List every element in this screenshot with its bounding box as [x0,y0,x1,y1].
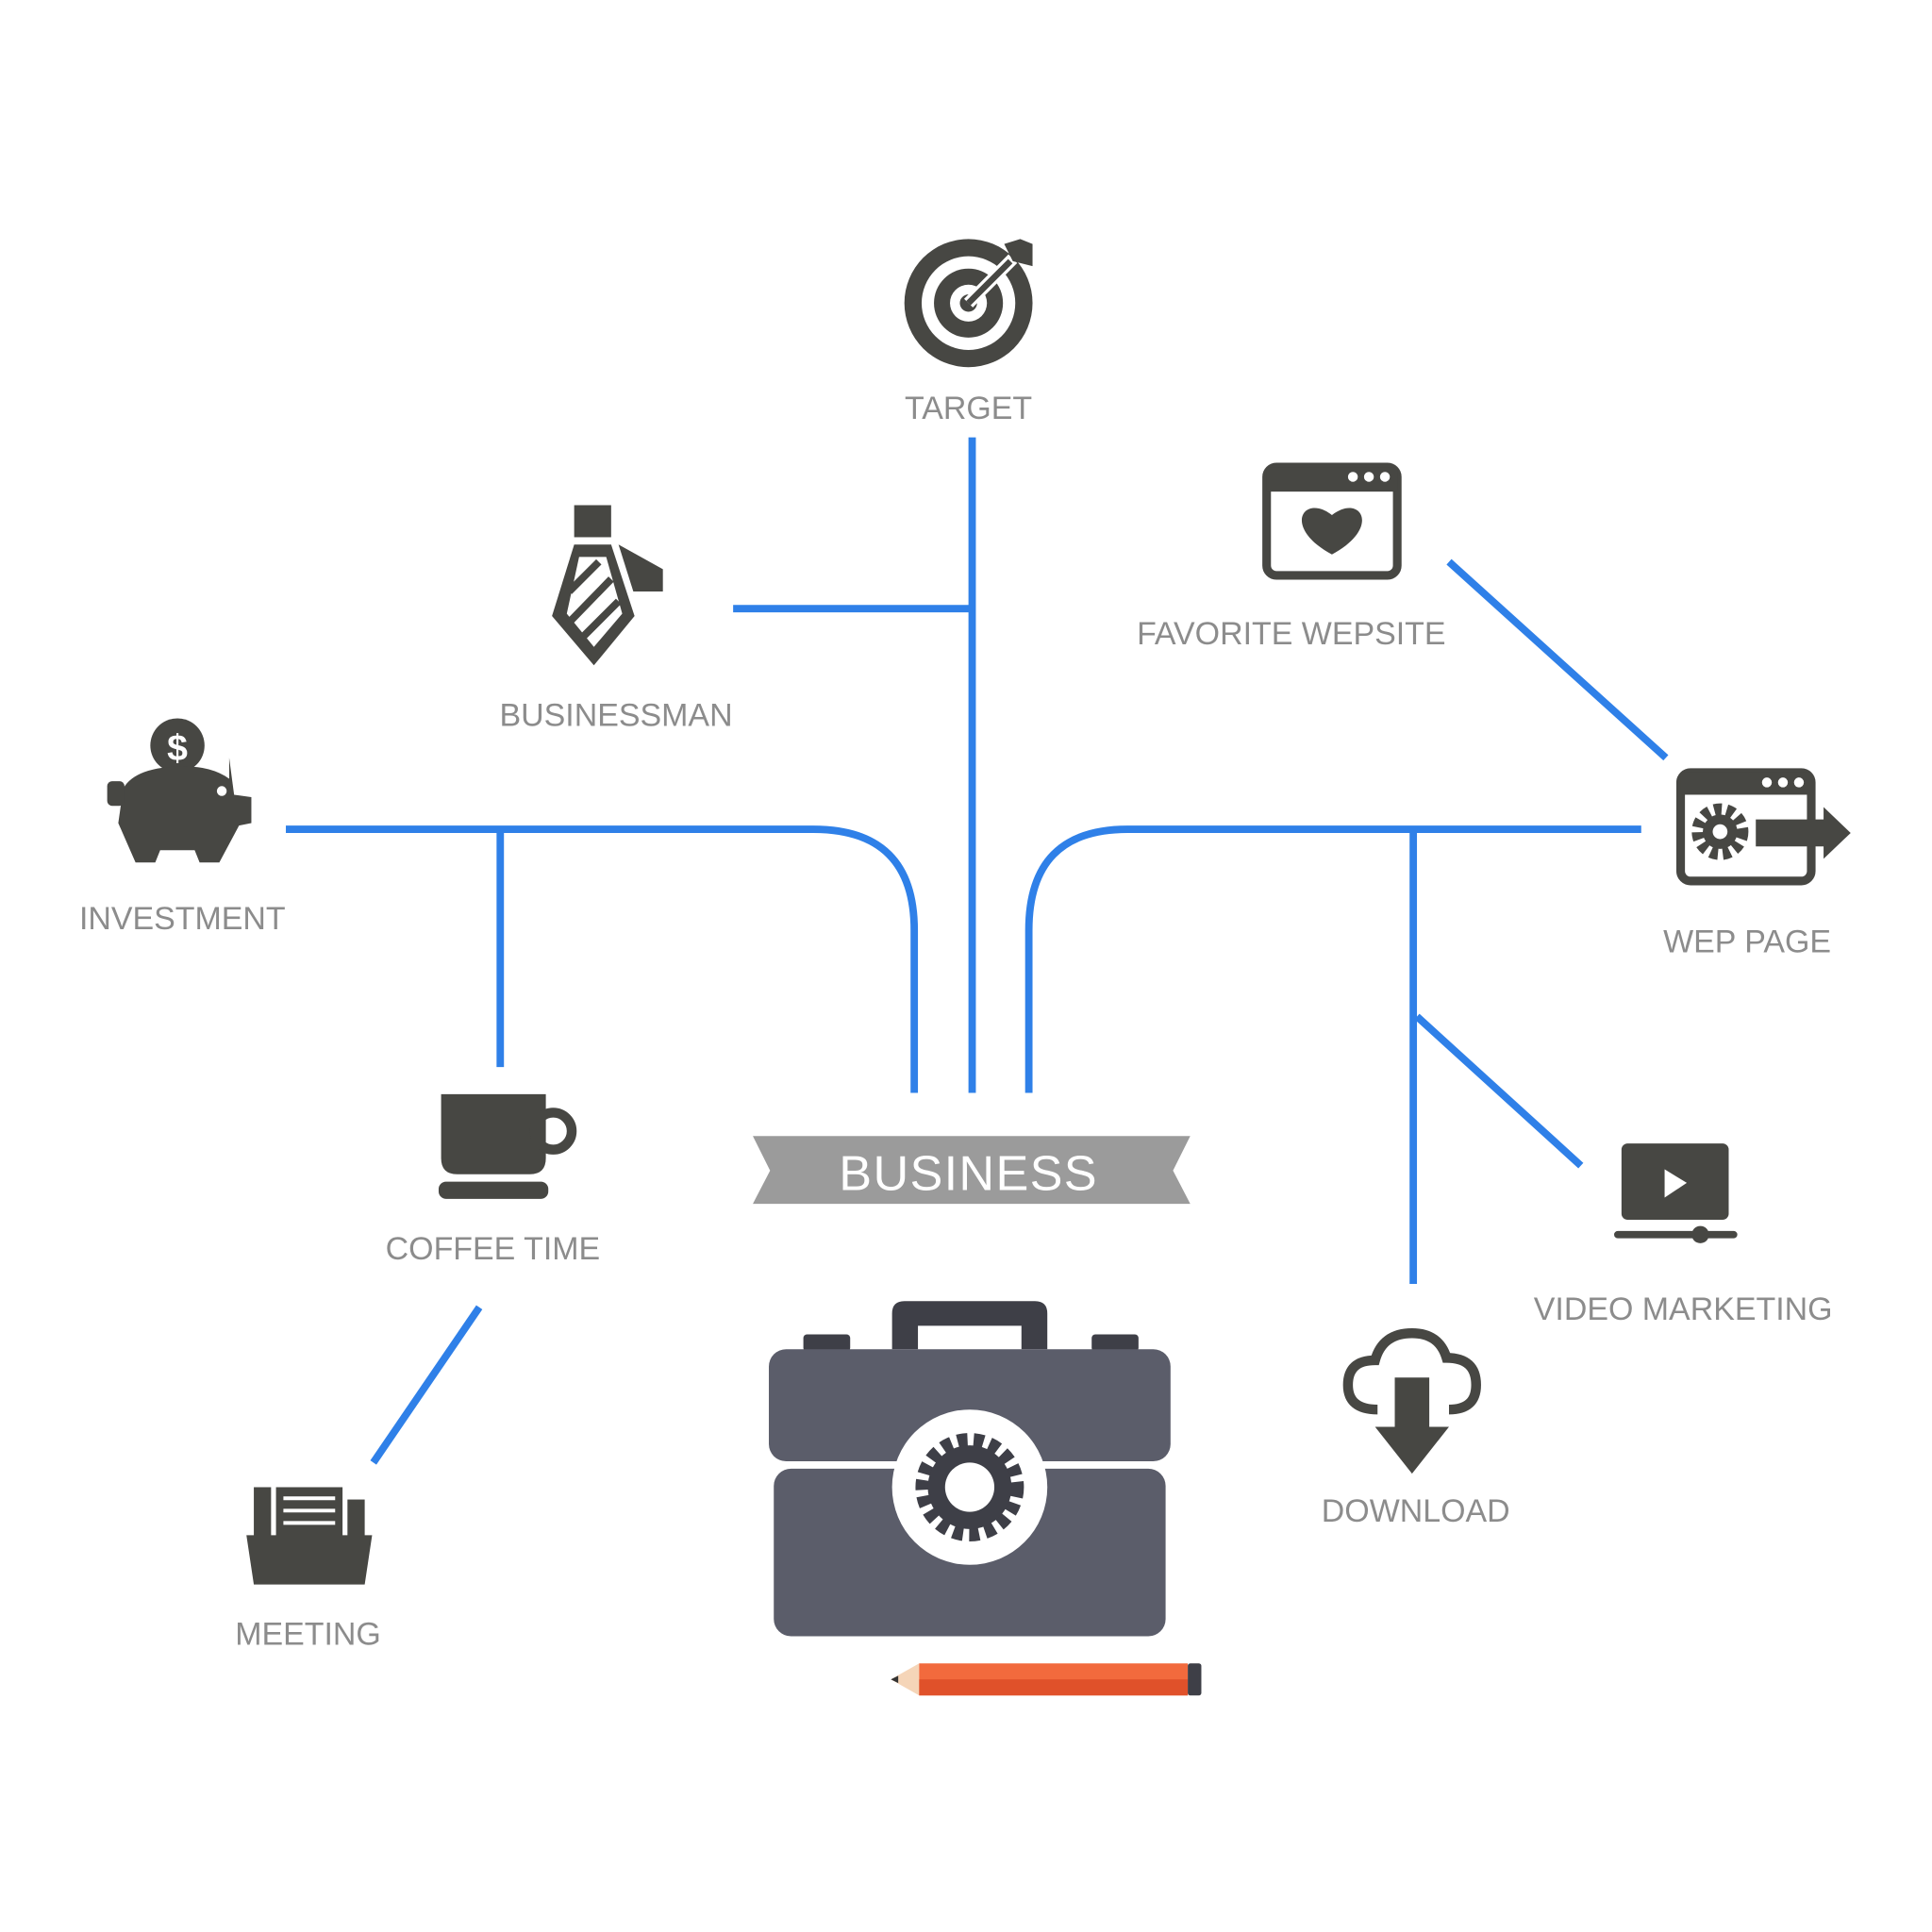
web-page-node[interactable]: WEP PAGE [1663,768,1851,960]
download-node[interactable]: DOWNLOAD [1322,1327,1510,1529]
meeting-node[interactable]: MEETING [235,1487,381,1653]
banner-text: BUSINESS [839,1147,1098,1202]
coffee-time-node[interactable]: COFFEE TIME [386,1093,601,1267]
businessman-label: BUSINESSMAN [500,697,733,733]
web-page-label: WEP PAGE [1663,924,1831,960]
download-label: DOWNLOAD [1322,1493,1510,1529]
video-marketing-label: VIDEO MARKETING [1534,1291,1833,1327]
connector-lines [286,437,1669,1465]
meeting-label: MEETING [235,1617,381,1653]
target-label: TARGET [905,391,1032,426]
target-icon [904,239,1033,368]
investment-label: INVESTMENT [79,901,286,937]
investment-node[interactable]: $ INVESTMENT [79,718,286,937]
svg-text:$: $ [167,728,188,769]
video-marketing-node[interactable]: VIDEO MARKETING [1534,1143,1833,1327]
piggy-bank-icon: $ [107,718,252,863]
business-banner: BUSINESS [753,1136,1191,1205]
briefcase-icon [769,1301,1171,1637]
video-player-icon [1614,1143,1738,1243]
target-node[interactable]: TARGET [904,239,1033,426]
tie-icon [552,505,663,666]
web-settings-icon [1675,768,1851,886]
document-tray-icon [246,1487,373,1585]
favorite-website-node[interactable]: FAVORITE WEPSITE [1137,462,1446,652]
favorite-website-label: FAVORITE WEPSITE [1137,616,1445,652]
coffee-time-label: COFFEE TIME [386,1231,601,1267]
pencil-icon [891,1663,1202,1696]
businessman-node[interactable]: BUSINESSMAN [500,505,733,734]
heart-browser-icon [1262,462,1402,580]
coffee-cup-icon [438,1093,577,1199]
cloud-download-icon [1342,1327,1481,1474]
